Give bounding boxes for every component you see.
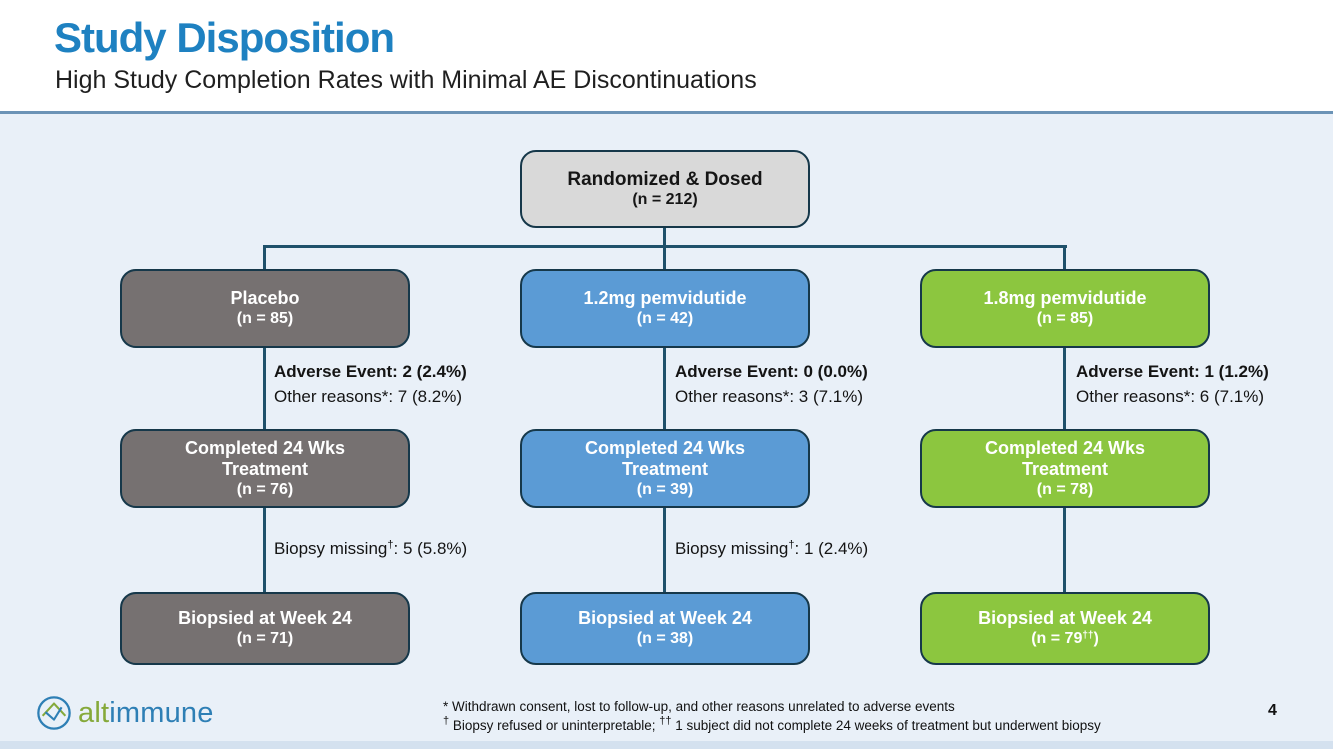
other-reasons-note: Other reasons*: 6 (7.1%) (1076, 387, 1265, 406)
connector-col3-stub (1063, 245, 1066, 270)
flow-box-title-line2: Treatment (221, 458, 309, 479)
dropout-note-placebo: Adverse Event: 2 (2.4%) Other reasons*: … (274, 359, 467, 409)
connector-col2-row3 (663, 506, 666, 593)
flow-box-title-line1: Completed 24 Wks (584, 437, 746, 458)
flow-box-title: 1.2mg pemvidutide (583, 288, 747, 308)
dropout-note-1-8mg: Adverse Event: 1 (1.2%) Other reasons*: … (1076, 359, 1269, 409)
flow-box-1-8mg-biopsied: Biopsied at Week 24 (n = 79††) (920, 592, 1210, 665)
flow-box-n: (n = 85) (1036, 310, 1094, 327)
flow-box-title: Placebo (230, 288, 300, 308)
header-divider (0, 111, 1333, 114)
flow-box-placebo-arm: Placebo (n = 85) (120, 269, 410, 348)
flow-box-n: (n = 42) (636, 310, 694, 327)
connector-col1-row2 (263, 346, 266, 430)
flow-box-title: Biopsied at Week 24 (178, 608, 352, 628)
bottom-strip (0, 741, 1333, 749)
page-subtitle: High Study Completion Rates with Minimal… (55, 66, 757, 94)
flow-box-n: (n = 79††) (1031, 630, 1099, 647)
flow-box-n: (n = 212) (632, 190, 698, 208)
biopsy-missing-text: Biopsy missing (675, 539, 789, 558)
flow-box-1-2mg-biopsied: Biopsied at Week 24 (n = 38) (520, 592, 810, 665)
altimmune-logo: altimmune (36, 695, 214, 731)
page-title: Study Disposition (54, 14, 395, 61)
dropout-note-1-2mg: Adverse Event: 0 (0.0%) Other reasons*: … (675, 359, 868, 409)
connector-col2-row2 (663, 346, 666, 430)
connector-col3-row2 (1063, 346, 1066, 430)
biopsy-missing-note-placebo: Biopsy missing†: 5 (5.8%) (274, 536, 467, 561)
flow-box-title-line1: Completed 24 Wks (984, 437, 1146, 458)
biopsy-missing-text: Biopsy missing (274, 539, 388, 558)
altimmune-logo-text: altimmune (78, 696, 214, 729)
dagger-superscript: † (387, 539, 394, 551)
connector-col3-row3 (1063, 506, 1066, 593)
connector-col2-stub (663, 245, 666, 270)
biopsy-missing-value: : 1 (2.4%) (794, 539, 869, 558)
adverse-event-note: Adverse Event: 1 (1.2%) (1076, 362, 1269, 381)
flow-box-1-2mg-completed: Completed 24 Wks Treatment (n = 39) (520, 429, 810, 508)
flow-box-placebo-biopsied: Biopsied at Week 24 (n = 71) (120, 592, 410, 665)
other-reasons-note: Other reasons*: 7 (8.2%) (274, 387, 463, 406)
flow-box-1-8mg-completed: Completed 24 Wks Treatment (n = 78) (920, 429, 1210, 508)
connector-col1-stub (263, 245, 266, 270)
flow-box-randomized: Randomized & Dosed (n = 212) (520, 150, 810, 228)
flow-box-n: (n = 71) (236, 630, 294, 647)
flow-box-title: Randomized & Dosed (567, 168, 763, 190)
flow-box-title-line2: Treatment (621, 458, 709, 479)
dagger-superscript: † (788, 539, 795, 551)
flow-box-1-2mg-arm: 1.2mg pemvidutide (n = 42) (520, 269, 810, 348)
flow-box-n: (n = 39) (636, 480, 694, 498)
flow-box-n: (n = 78) (1036, 480, 1094, 498)
footnotes: * Withdrawn consent, lost to follow-up, … (443, 697, 1101, 735)
flow-box-n: (n = 85) (236, 310, 294, 327)
flow-box-placebo-completed: Completed 24 Wks Treatment (n = 76) (120, 429, 410, 508)
other-reasons-note: Other reasons*: 3 (7.1%) (675, 387, 864, 406)
flow-box-title: Biopsied at Week 24 (578, 608, 752, 628)
footnote-asterisk: * Withdrawn consent, lost to follow-up, … (443, 699, 955, 714)
flow-box-title: 1.8mg pemvidutide (983, 288, 1147, 308)
adverse-event-note: Adverse Event: 0 (0.0%) (675, 362, 868, 381)
flow-box-n: (n = 76) (236, 480, 294, 498)
flow-box-1-8mg-arm: 1.8mg pemvidutide (n = 85) (920, 269, 1210, 348)
flow-box-n: (n = 38) (636, 630, 694, 647)
altimmune-logo-icon (37, 696, 71, 730)
page-number: 4 (1268, 702, 1277, 719)
connector-root-stub (663, 228, 666, 247)
flow-box-title-line1: Completed 24 Wks (184, 437, 346, 458)
footnote-daggers: † Biopsy refused or uninterpretable; †† … (443, 715, 1101, 734)
adverse-event-note: Adverse Event: 2 (2.4%) (274, 362, 467, 381)
flow-box-title: Biopsied at Week 24 (978, 608, 1152, 628)
biopsy-missing-note-1-2mg: Biopsy missing†: 1 (2.4%) (675, 536, 868, 561)
biopsy-missing-value: : 5 (5.8%) (393, 539, 468, 558)
connector-col1-row3 (263, 506, 266, 593)
flow-box-title-line2: Treatment (1021, 458, 1109, 479)
